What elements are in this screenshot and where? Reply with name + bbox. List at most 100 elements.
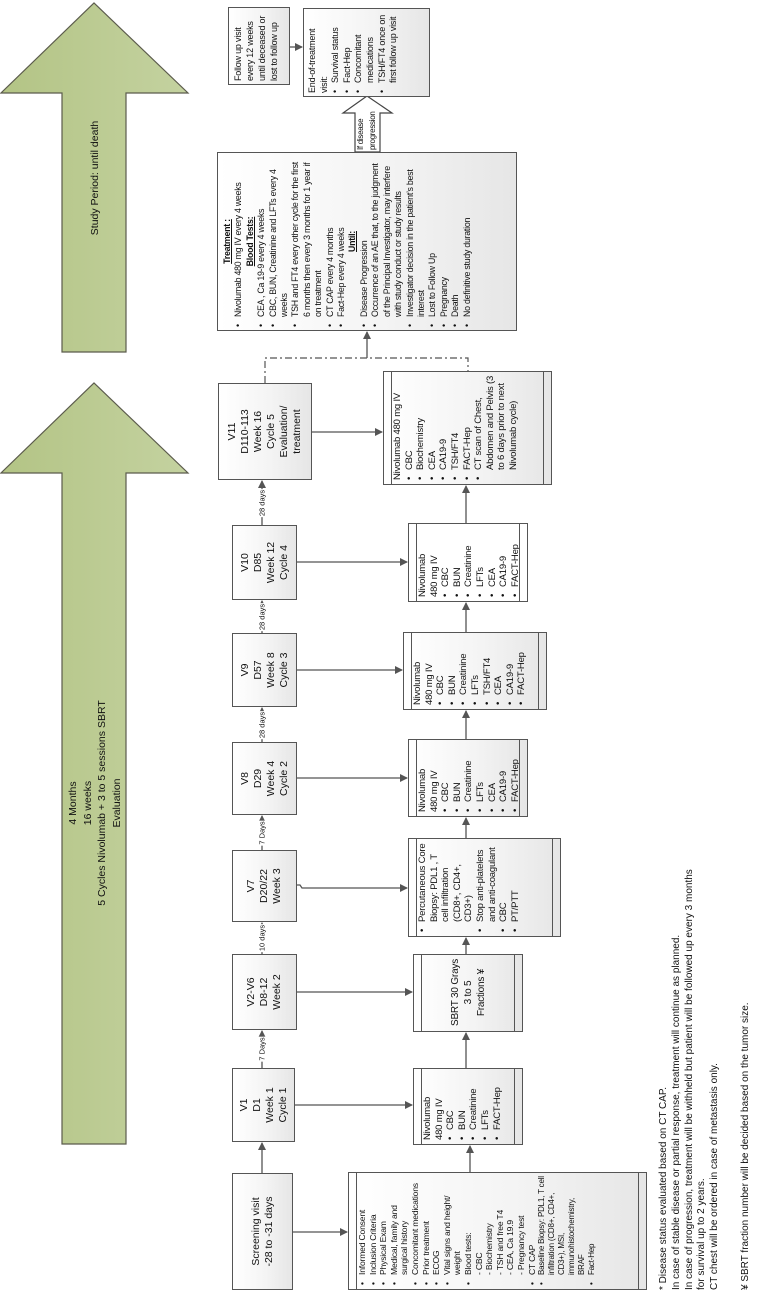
visit-v7: V7 D20/22 Week 3 xyxy=(232,850,297,922)
follow-up-box: Follow up visit every 12 weeks until dec… xyxy=(228,7,290,85)
phase-description: 5 Cycles Nivolumab + 3 to 5 sessions SBR… xyxy=(96,700,108,906)
gap-label: 7 Days xyxy=(257,1036,267,1062)
blood-tests-heading: Blood Tests: xyxy=(244,216,255,267)
visit-line: V8 xyxy=(238,772,251,785)
dash-dot-connector xyxy=(264,357,469,383)
intro-line: 480 mg IV xyxy=(433,1098,445,1140)
list-item: FACT-Hep xyxy=(510,527,522,597)
visit-v8: V8 D29 Week 4 Cycle 2 xyxy=(232,742,297,815)
study-period-arrow xyxy=(0,2,190,353)
list-item: BUN xyxy=(447,636,459,705)
list-item: CA19-9 xyxy=(498,527,510,597)
list-item: Nivolumab 480 mg IV every 4 weeks xyxy=(233,156,244,327)
footnote: * Disease status evaluated based on CT C… xyxy=(658,1086,669,1290)
treatment-phase-label: 4 Months 16 weeks 5 Cycles Nivolumab + 3… xyxy=(66,700,124,906)
visit-line: D1 xyxy=(250,1098,263,1112)
visit-v10: V10 D85 Week 12 Cycle 4 xyxy=(232,525,297,600)
treatment-phase-arrow xyxy=(0,382,190,1145)
list-item: FACT-Hep xyxy=(516,636,528,705)
list-item: Creatinine xyxy=(468,1072,480,1140)
details-v11: Nivolumab 480 mg IV CBC Biochemistry CEA… xyxy=(383,371,552,485)
visit-line: V7 xyxy=(245,879,257,893)
visit-line: D8-12 xyxy=(258,977,270,1007)
list-item: CT scan of Chest, Abdomen and Pelvis (3 … xyxy=(473,375,519,480)
list-item: TSH and FT4 every other cycle for the fi… xyxy=(290,156,324,327)
list-item: PT/PTT xyxy=(510,842,522,932)
footnote: for survival up to 2 years. xyxy=(696,1178,708,1290)
progression-arrow-label: If disease progression xyxy=(355,110,379,150)
until-heading: Until: xyxy=(347,231,358,252)
visit-line: Screening visit xyxy=(249,1197,262,1266)
list-item: LFTs xyxy=(475,527,487,597)
phase-duration-months: 4 Months xyxy=(67,781,79,825)
list-item: Investigator decision in the patient’s b… xyxy=(405,156,428,327)
list-item: BUN xyxy=(452,743,464,812)
list-item: No definitive study duration xyxy=(462,156,473,327)
intro-line: Nivolumab xyxy=(417,768,428,812)
connector-v7-to-details xyxy=(297,884,408,892)
sbrt-line: Fractions ¥ xyxy=(475,968,487,1017)
visit-line: D85 xyxy=(251,552,264,573)
list-item: BUN xyxy=(457,1072,469,1140)
visit-line: Week 8 xyxy=(264,652,277,688)
gap-label: 7 Days xyxy=(257,820,267,846)
list-item: Fact-Hep every 4 weeks xyxy=(336,156,347,327)
visit-line: Cycle 1 xyxy=(276,1087,289,1123)
visit-line: Cycle 4 xyxy=(277,545,290,581)
phase-duration-weeks: 16 weeks xyxy=(81,780,94,826)
list-item: CA19-9 xyxy=(498,743,510,812)
list-item: ECOG xyxy=(431,1176,442,1285)
list-item: CBC xyxy=(498,842,510,932)
study-period-label: Study Period: until death xyxy=(88,120,101,236)
end-of-treatment-box: End-of-treatment visit: Survival status … xyxy=(303,8,430,97)
list-item: TSH/FT4 once on first follow up visit xyxy=(377,12,400,93)
visit-line: D29 xyxy=(251,768,264,789)
progression-line: progression xyxy=(368,111,377,150)
list-item: LFTs xyxy=(475,743,487,812)
list-item: Creatinine xyxy=(463,527,475,597)
list-item: CEA xyxy=(487,527,499,597)
visit-line: Evaluation/ xyxy=(278,405,290,458)
list-item: CBC xyxy=(404,375,416,480)
intro-line: 480 mg IV xyxy=(423,663,435,705)
details-v8: Nivolumab 480 mg IV CBC BUN Creatinine L… xyxy=(408,739,528,817)
visit-v2-v6: V2-V6 D8-12 Week 2 xyxy=(232,954,297,1030)
treatment-box: Treatment : Nivolumab 480 mg IV every 4 … xyxy=(217,152,517,331)
sbrt-line: 3 to 5 xyxy=(462,980,474,1005)
list-item: Disease Progression xyxy=(359,156,370,327)
visit-line: Cycle 3 xyxy=(277,652,290,688)
details-v7: Percutaneous Core Biopsy: PDL1 , T cell … xyxy=(408,838,561,937)
list-item: Stop anti-platelets and anti-coagulant xyxy=(475,842,498,932)
sub-item: - Pregnancy test xyxy=(515,1215,526,1275)
list-item: TSH/FT4 xyxy=(450,375,462,480)
gap-label: 10 days xyxy=(257,923,267,953)
footnote: In case of progression, treatment will b… xyxy=(683,869,695,1290)
gap-label: 28 days xyxy=(257,488,267,518)
list-item: LFTs xyxy=(480,1072,492,1140)
list-item: Fact-Hep xyxy=(587,1176,597,1285)
list-item: Lost to Follow Up xyxy=(427,156,438,327)
visit-line: V10 xyxy=(238,553,251,572)
list-item: CEA , Ca 19-9 every 4 weeks xyxy=(256,156,267,327)
details-v10: Nivolumab 480 mg IV CBC BUN Creatinine L… xyxy=(408,523,528,602)
list-item: Biochemistry xyxy=(415,375,427,480)
visit-line: Cycle 2 xyxy=(277,761,290,797)
visit-line: Week 3 xyxy=(271,868,283,904)
list-item: Survival status xyxy=(330,12,342,93)
visit-line: D20/22 xyxy=(258,869,270,903)
list-item: BUN xyxy=(452,527,464,597)
sub-item: - TSH and free T4 xyxy=(494,1209,505,1275)
end-of-treatment-title: End-of-treatment visit: xyxy=(307,28,329,93)
list-item: CBC xyxy=(435,636,447,705)
visit-line: Week 16 xyxy=(252,410,264,453)
visit-line: V2-V6 xyxy=(245,977,257,1007)
treatment-heading: Treatment : xyxy=(222,219,232,264)
list-item: TSH/FT4 xyxy=(482,636,494,705)
progression-line: If disease xyxy=(356,118,365,150)
list-item: CEA xyxy=(493,636,505,705)
list-item: CEA xyxy=(487,743,499,812)
sub-item: - CBC xyxy=(473,1252,484,1275)
visit-screening: Screening visit -28 to -31 days xyxy=(232,1173,293,1290)
list-item: Concomitant medications xyxy=(353,12,376,93)
